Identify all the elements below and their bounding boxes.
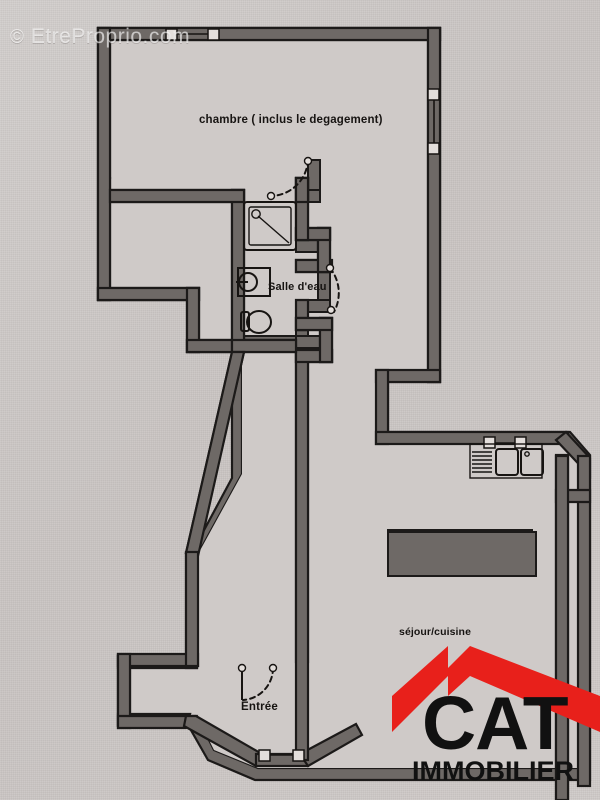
- roof-chevron-icon: [392, 646, 600, 732]
- sink-drainboard-icon: [472, 451, 492, 473]
- kitchen-double-sink-icon: [495, 448, 544, 476]
- wash-basin-icon: [236, 267, 271, 297]
- toilet-icon: [240, 310, 272, 334]
- kitchen-fixtures: [469, 443, 544, 479]
- logo-subtitle-text: IMMOBILIER: [412, 756, 574, 786]
- logo-brand-text: CAT: [422, 681, 569, 765]
- cat-immobilier-logo: CAT IMMOBILIER: [392, 636, 600, 800]
- room-label-salle-deau: Salle d'eau: [268, 281, 327, 293]
- door-bathroom: [325, 263, 340, 315]
- shower-tray-icon: [243, 201, 297, 251]
- exterior-walls: [96, 26, 592, 800]
- room-label-entree: Entrée: [241, 701, 278, 713]
- door-entry: [237, 663, 278, 701]
- window-marker: [165, 28, 220, 41]
- window-marker: [258, 749, 305, 762]
- window-marker: [427, 88, 440, 155]
- windows: [165, 28, 527, 762]
- floor-area: [110, 40, 578, 768]
- window-marker: [483, 436, 527, 449]
- doors: [237, 156, 340, 701]
- room-label-sejour-cuisine: séjour/cuisine: [399, 626, 472, 638]
- room-label-chambre: chambre ( inclus le degagement): [199, 114, 383, 126]
- door-bedroom: [266, 156, 313, 201]
- bathroom-fixtures: [236, 201, 297, 334]
